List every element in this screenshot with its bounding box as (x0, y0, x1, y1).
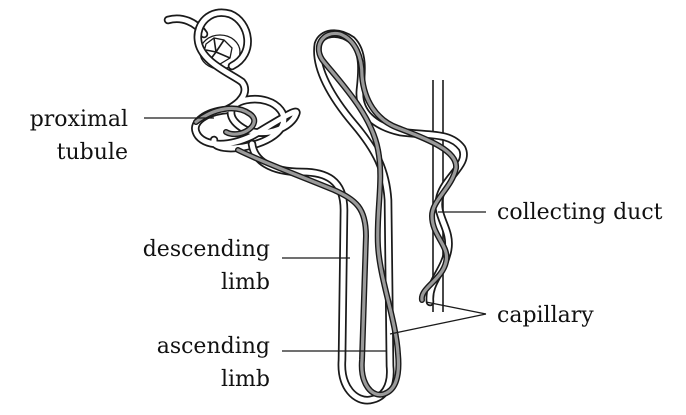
label-capillary: capillary (497, 303, 594, 328)
label-ascending-line2: limb (221, 367, 270, 392)
proximal-tubule (195, 13, 296, 148)
label-descending-line2: limb (221, 270, 270, 295)
leader-capillary-1 (426, 302, 486, 314)
label-proximal-line2: tubule (57, 140, 128, 165)
label-ascending-line1: ascending (157, 334, 270, 359)
label-collecting-duct: collecting duct (497, 200, 663, 225)
label-descending-line1: descending (143, 237, 270, 262)
label-proximal-line1: proximal (30, 107, 128, 132)
leader-capillary-2 (390, 314, 486, 334)
